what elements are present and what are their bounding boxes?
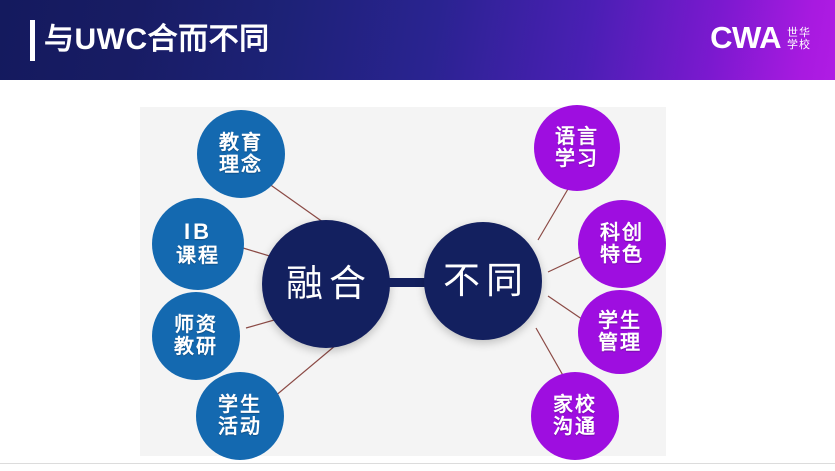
mind-map-diagram: 教育 理念 IB 课程 师资 教研 学生 活动 融合 不同 语言 学习 (140, 100, 675, 465)
node-student-management[interactable]: 学生 管理 (578, 290, 662, 374)
brand-logo: CWA 世华 学校 (710, 22, 811, 53)
node-label-line2: 沟通 (553, 416, 597, 438)
node-stem-innovation[interactable]: 科创 特色 (578, 200, 666, 288)
node-label-line1: 家校 (553, 393, 597, 416)
node-label-line1: IB (184, 219, 212, 245)
node-education-philosophy[interactable]: 教育 理念 (197, 110, 285, 198)
node-label-line1: 学生 (218, 393, 262, 416)
logo-chinese-name: 世华 学校 (787, 25, 811, 51)
node-faculty-research[interactable]: 师资 教研 (152, 292, 240, 380)
slide-header: 与UWC合而不同 CWA 世华 学校 (0, 0, 835, 80)
hub-difference[interactable]: 不同 (424, 222, 542, 340)
logo-cn-line1: 世华 (787, 26, 811, 39)
bottom-divider (0, 463, 835, 464)
hub-connector-bar (385, 278, 425, 287)
logo-cn-line2: 学校 (787, 38, 811, 51)
node-label-line2: 特色 (600, 244, 644, 266)
node-home-school-communication[interactable]: 家校 沟通 (531, 372, 619, 460)
node-language-learning[interactable]: 语言 学习 (534, 105, 620, 191)
node-ib-curriculum[interactable]: IB 课程 (152, 198, 244, 290)
node-label-line2: 理念 (219, 154, 263, 176)
page-title: 与UWC合而不同 (30, 15, 270, 65)
logo-wordmark: CWA (710, 20, 781, 55)
node-label-line1: 师资 (174, 313, 218, 336)
node-label-line2: 课程 (176, 245, 220, 268)
node-student-activities[interactable]: 学生 活动 (196, 372, 284, 460)
node-label-line2: 教研 (174, 336, 218, 358)
node-label-line2: 活动 (218, 416, 262, 438)
hub-label: 融合 (286, 263, 372, 305)
node-label-line1: 科创 (600, 221, 644, 244)
hub-fusion[interactable]: 融合 (262, 220, 390, 348)
node-label-line2: 管理 (598, 332, 642, 354)
edge-hub-to-student-activities (273, 339, 343, 398)
node-label-line1: 教育 (219, 131, 263, 154)
node-label-line2: 学习 (555, 148, 599, 170)
node-label-line1: 学生 (598, 309, 642, 332)
node-label-line1: 语言 (555, 125, 599, 148)
title-accent-bar (30, 19, 35, 61)
hub-label: 不同 (443, 260, 529, 302)
title-text: 与UWC合而不同 (44, 23, 270, 56)
